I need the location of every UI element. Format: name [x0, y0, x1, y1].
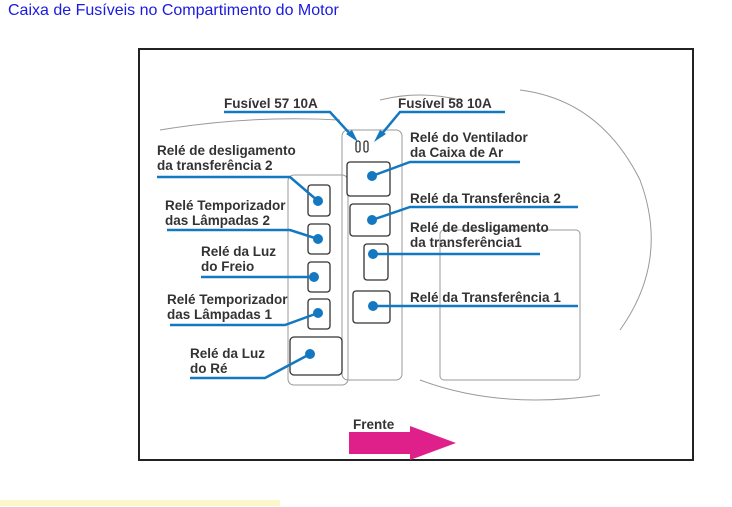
- relay-off1: [363, 243, 389, 281]
- label-line: do Ré: [190, 361, 228, 376]
- background-sketch: [159, 89, 652, 401]
- label-line: Relé Temporizador: [167, 292, 288, 307]
- label-line: das Lâmpadas 1: [167, 307, 273, 322]
- label-fuse-57: Fusível 57 10A: [224, 96, 318, 111]
- label-front: Frente: [353, 417, 395, 432]
- label-line: da transferência 2: [157, 158, 273, 173]
- bottom-strip: [0, 500, 280, 506]
- label-line: Relé de desligamento: [157, 143, 296, 158]
- fuse-57: [355, 140, 361, 153]
- fuse-58: [363, 140, 369, 153]
- label-line: Relé do Ventilador: [410, 130, 528, 145]
- page-title: Caixa de Fusíveis no Compartimento do Mo…: [8, 2, 339, 19]
- label-line: da Caixa de Ar: [410, 145, 504, 160]
- label-line: da transferência1: [410, 235, 522, 250]
- leader-dots: [305, 130, 386, 359]
- label-line: Relé Temporizador: [165, 198, 286, 213]
- diagram-frame: [138, 48, 694, 461]
- label-fuse-58: Fusível 58 10A: [398, 96, 492, 111]
- label-line: Relé da Luz: [190, 346, 266, 361]
- label-transfer2-relay: Relé da Transferência 2: [410, 191, 561, 206]
- label-line: das Lâmpadas 2: [165, 213, 271, 228]
- label-line: Relé de desligamento: [410, 220, 549, 235]
- relay-reverse: [289, 336, 343, 376]
- leader-lines: [157, 110, 578, 380]
- label-line: do Freio: [201, 259, 255, 274]
- label-line: Relé da Luz: [201, 244, 277, 259]
- label-transfer1-relay: Relé da Transferência 1: [410, 290, 561, 305]
- front-arrow-icon: [349, 426, 456, 460]
